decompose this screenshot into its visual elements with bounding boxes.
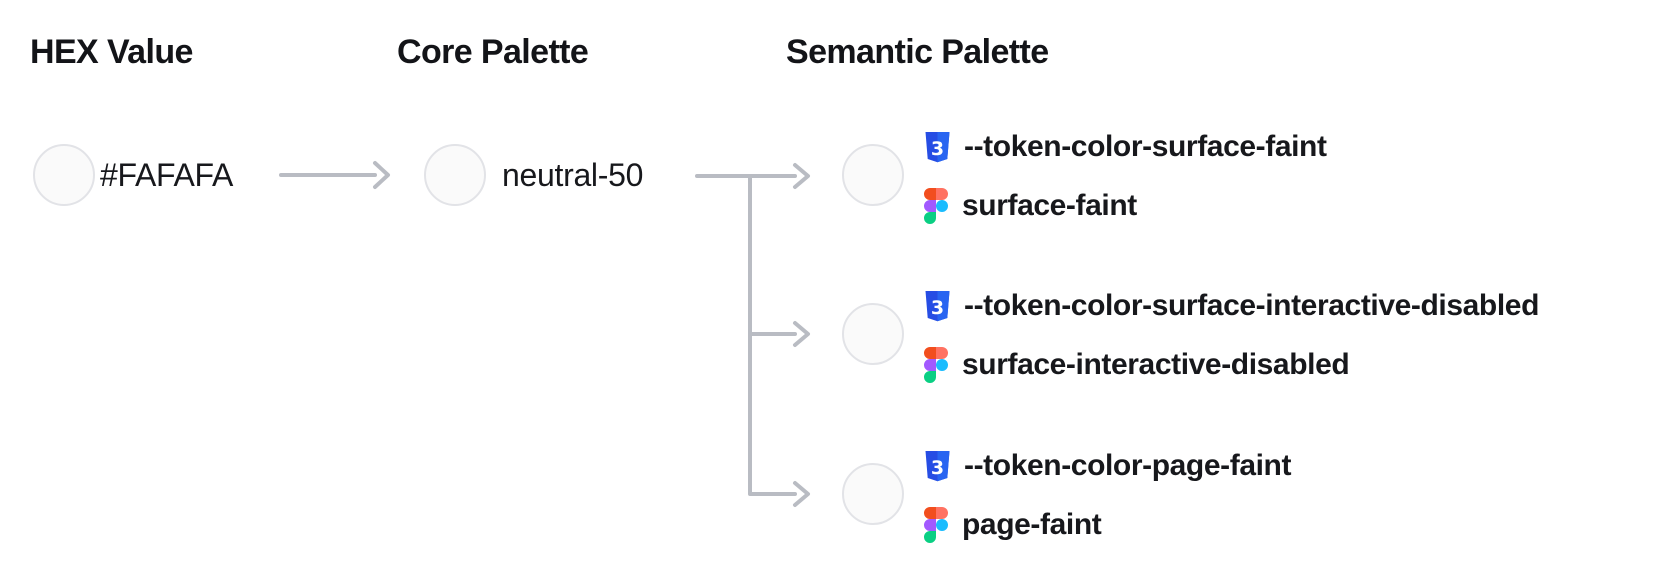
css-icon: 3 xyxy=(925,290,950,321)
svg-text:3: 3 xyxy=(931,138,944,160)
arrow-hex-to-core xyxy=(279,161,390,189)
figma-token-line: page-faint xyxy=(924,506,1102,544)
figma-token-name: surface-faint xyxy=(962,189,1137,222)
semantic-color-swatch xyxy=(842,303,904,365)
figma-icon xyxy=(924,507,948,543)
css-icon: 3 xyxy=(925,450,950,481)
semantic-color-swatch xyxy=(842,144,904,206)
hex-color-swatch xyxy=(33,144,95,206)
css-token-line: 3 --token-color-surface-interactive-disa… xyxy=(924,288,1539,324)
semantic-token-row: 3 --token-color-surface-faint surface-fa… xyxy=(842,113,1672,237)
semantic-token-row: 3 --token-color-surface-interactive-disa… xyxy=(842,272,1672,396)
figma-icon xyxy=(924,347,948,383)
css-token-name: --token-color-surface-interactive-disabl… xyxy=(964,289,1539,322)
core-token-label: neutral-50 xyxy=(502,157,644,193)
connector-core-to-semantic xyxy=(695,163,810,507)
css-token-name: --token-color-page-faint xyxy=(964,449,1292,482)
column-header-semantic-palette: Semantic Palette xyxy=(786,33,1049,71)
css-icon: 3 xyxy=(925,131,950,162)
figma-token-line: surface-faint xyxy=(924,187,1137,225)
column-header-core-palette: Core Palette xyxy=(397,33,589,71)
figma-token-name: surface-interactive-disabled xyxy=(962,348,1350,381)
semantic-token-row: 3 --token-color-page-faint page-faint xyxy=(842,432,1672,556)
figma-token-line: surface-interactive-disabled xyxy=(924,346,1350,384)
svg-text:3: 3 xyxy=(931,457,944,479)
css-token-line: 3 --token-color-surface-faint xyxy=(924,129,1327,165)
figma-icon xyxy=(924,188,948,224)
figma-token-name: page-faint xyxy=(962,508,1102,541)
core-color-swatch xyxy=(424,144,486,206)
css-token-line: 3 --token-color-page-faint xyxy=(924,448,1291,484)
column-header-hex-value: HEX Value xyxy=(30,33,193,71)
hex-value-label: #FAFAFA xyxy=(100,157,234,193)
css-token-name: --token-color-surface-faint xyxy=(964,130,1327,163)
svg-text:3: 3 xyxy=(931,297,944,319)
semantic-color-swatch xyxy=(842,463,904,525)
